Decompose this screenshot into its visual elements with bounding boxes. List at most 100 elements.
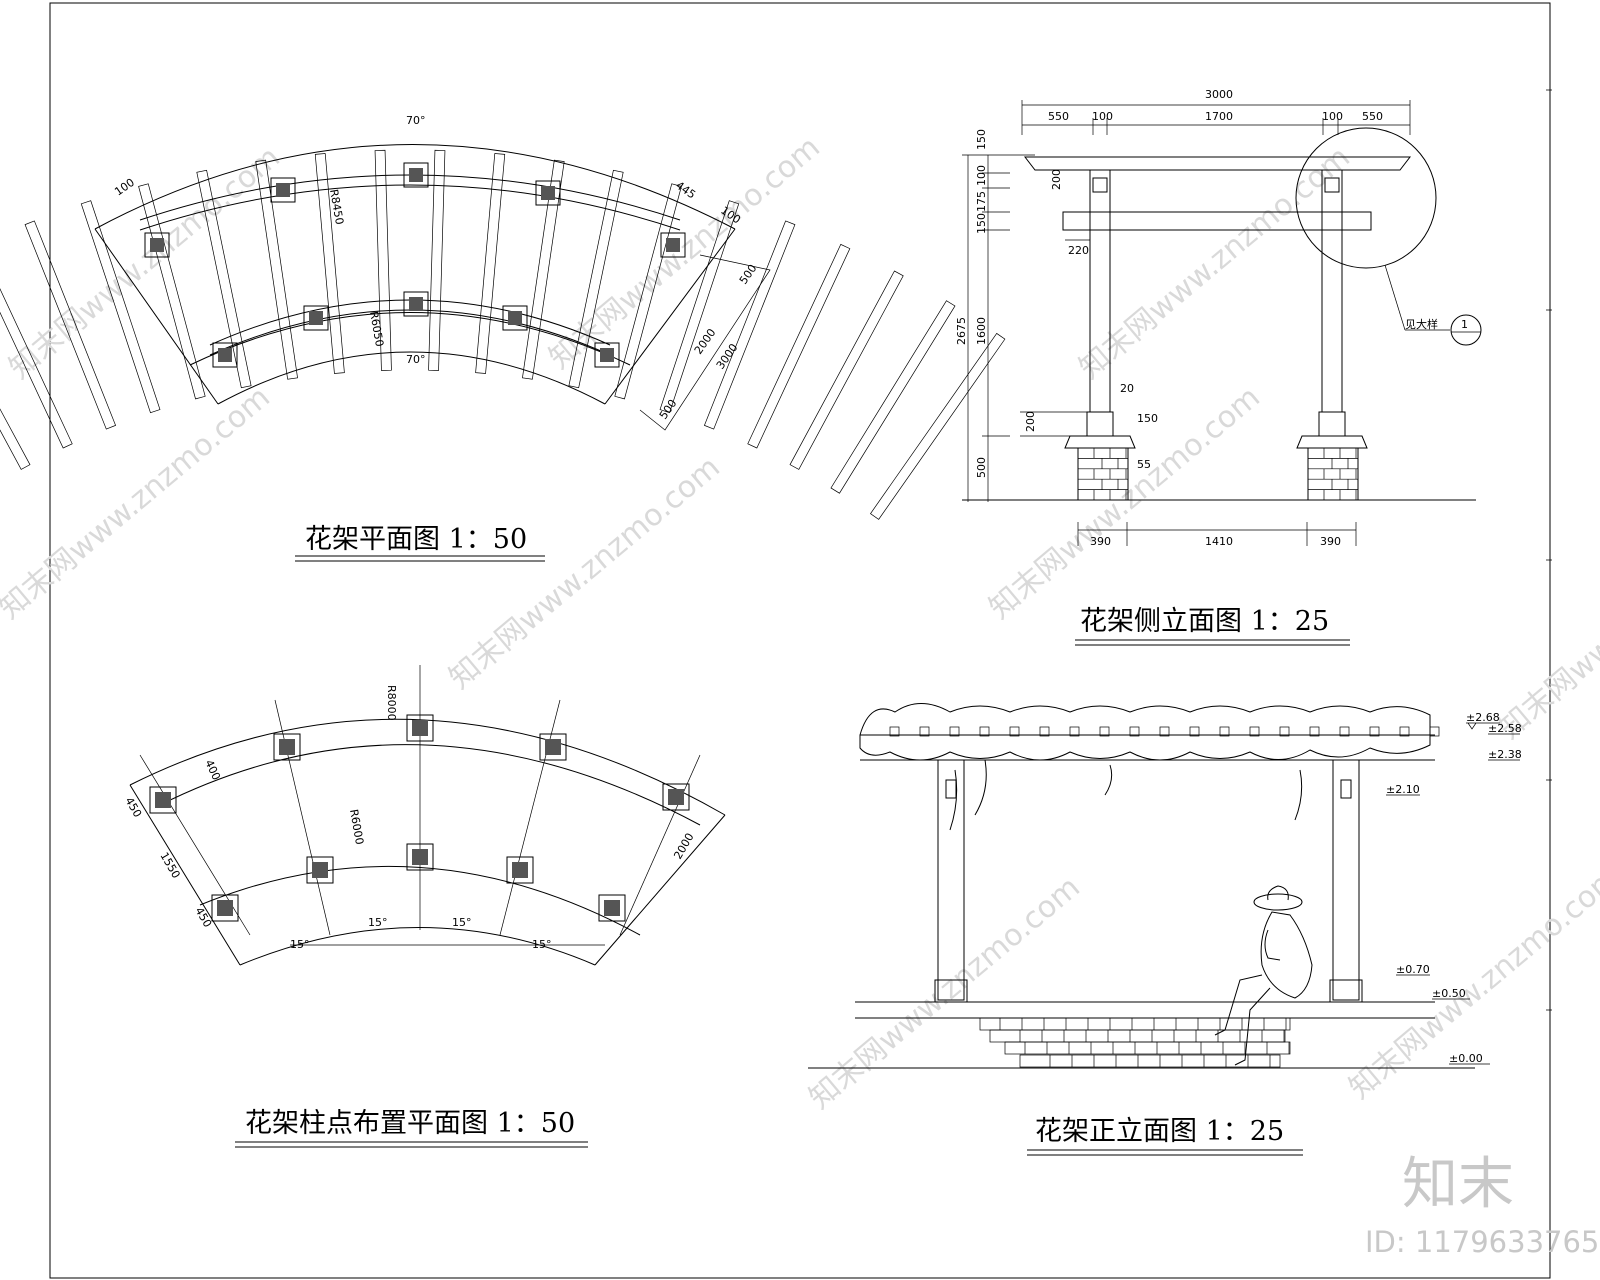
rafter: [789, 270, 904, 470]
plan-rafters: [0, 149, 1006, 520]
plan-beam-outer-2: [139, 184, 681, 231]
plan-dim-500b: 500: [657, 397, 680, 422]
layout-post-fill: [545, 739, 561, 755]
front-post-right: [1332, 759, 1360, 1001]
rafter-end: [919, 726, 930, 737]
plan-radius-inner: R6050: [367, 310, 386, 347]
plan-inner-arc-2: [217, 351, 606, 405]
layout-angle-1: 15°: [290, 938, 310, 951]
rafter: [568, 169, 624, 389]
level-238: ±2.38: [1488, 748, 1522, 761]
rafter-end: [1099, 726, 1110, 737]
side-dim-55: 55: [1137, 458, 1151, 471]
side-dim-150: 150: [1137, 412, 1158, 425]
watermark-1: 知末网www.znzmo.com: [3, 140, 287, 386]
front-post-slot-left: [945, 779, 957, 799]
side-dim-100a: 100: [1092, 110, 1113, 123]
layout-post-fill: [412, 849, 428, 865]
side-brick-pier-right: [1307, 447, 1359, 501]
layout-post-fill: [668, 789, 684, 805]
layout-post-fill: [412, 720, 428, 736]
side-dim-1700: 1700: [1205, 110, 1233, 123]
level-000: ±0.00: [1449, 1052, 1483, 1065]
plan-angle-bottom: 70°: [406, 353, 426, 366]
side-dim-550b: 550: [1362, 110, 1383, 123]
plan-post-fill: [409, 297, 423, 311]
rafter-end: [1249, 726, 1260, 737]
plan-post-fill: [600, 348, 614, 362]
rafter: [138, 183, 206, 400]
side-cap-right: [1296, 435, 1368, 449]
layout-angle-3: 15°: [452, 916, 472, 929]
sheet-border: [49, 2, 1551, 1279]
rafter-end: [1429, 726, 1440, 737]
pier-outline: [1307, 447, 1359, 501]
watermark-3: 知末网www.znzmo.com: [0, 380, 277, 626]
brick-row: [1004, 1041, 1291, 1055]
rafter-end: [1339, 726, 1350, 737]
rafter-end: [949, 726, 960, 737]
side-top-beam: [1023, 156, 1412, 171]
side-dim-3000: 3000: [1205, 88, 1233, 101]
side-dim-220: 220: [1068, 244, 1089, 257]
rafter-end: [1369, 726, 1380, 737]
layout-angle-2: 15°: [368, 916, 388, 929]
layout-post-fill: [312, 862, 328, 878]
rafter: [314, 153, 345, 374]
front-post-left: [937, 759, 965, 1001]
rafter-end: [1309, 726, 1320, 737]
rafter: [475, 153, 506, 374]
side-detail-circle: [1295, 127, 1437, 269]
side-dim-h150: 150: [975, 129, 988, 150]
plan-post-fill: [508, 311, 522, 325]
side-dim-h2675: 2675: [955, 317, 968, 345]
side-plinth-left: [1086, 411, 1114, 437]
side-detail-label: 见大样: [1405, 317, 1438, 331]
layout-dim-450a: 450: [122, 795, 144, 820]
rafter: [80, 200, 161, 414]
layout-radius-6000: R6000: [347, 808, 366, 845]
layout-post-fill: [604, 900, 620, 916]
plan-title: 花架平面图 1：50: [305, 524, 527, 555]
rafter: [255, 159, 298, 380]
layout-post: [539, 733, 567, 761]
layout-post: [662, 783, 690, 811]
brand-logo: 知末: [1402, 1152, 1514, 1217]
rafter: [747, 243, 851, 449]
brick-row: [989, 1029, 1286, 1043]
side-dim-h175: 175: [975, 191, 988, 212]
plan-dim-100-left: 100: [112, 176, 137, 199]
level-070: ±0.70: [1396, 963, 1430, 976]
layout-post: [598, 894, 626, 922]
plan-post-fill: [309, 311, 323, 325]
layout-post: [406, 714, 434, 742]
plan-post-fill: [150, 238, 164, 252]
side-dim-200b: 200: [1024, 411, 1037, 432]
side-dim-390b: 390: [1320, 535, 1341, 548]
plan-dim-lines: [639, 254, 771, 431]
brick-row: [979, 1017, 1291, 1031]
side-dim-h150b: 150: [975, 213, 988, 234]
plan-radius-outer: R8450: [327, 188, 346, 225]
front-level-marks: ±2.68 ±2.58 ±2.38 ±2.10 ±0.70 ±0.50 ±0.0…: [1386, 711, 1522, 1065]
front-elevation-view: ±2.68 ±2.58 ±2.38 ±2.10 ±0.70 ±0.50 ±0.0…: [808, 703, 1522, 1156]
plan-post-fill: [666, 238, 680, 252]
plan-post: [535, 180, 561, 206]
front-plinth-right: [1329, 979, 1363, 1003]
plan-outer-arc: [94, 144, 736, 230]
plan-angle-top: 70°: [406, 114, 426, 127]
side-dim-550a: 550: [1048, 110, 1069, 123]
plan-view: 70° 70° R8450 R6050 100 100 445 500 2000…: [0, 114, 1006, 562]
rafter: [830, 300, 956, 494]
rafter: [0, 408, 31, 470]
rafter-end: [1399, 726, 1410, 737]
layout-post-fill: [217, 900, 233, 916]
front-rafter-ends: [889, 726, 1440, 737]
layout-post-fill: [279, 739, 295, 755]
plan-post: [144, 232, 170, 258]
side-title: 花架侧立面图 1：25: [1080, 606, 1329, 637]
rafter: [196, 169, 252, 389]
rafter-end: [1159, 726, 1170, 737]
plan-post: [502, 305, 528, 331]
side-dim-h1600: 1600: [975, 317, 988, 345]
